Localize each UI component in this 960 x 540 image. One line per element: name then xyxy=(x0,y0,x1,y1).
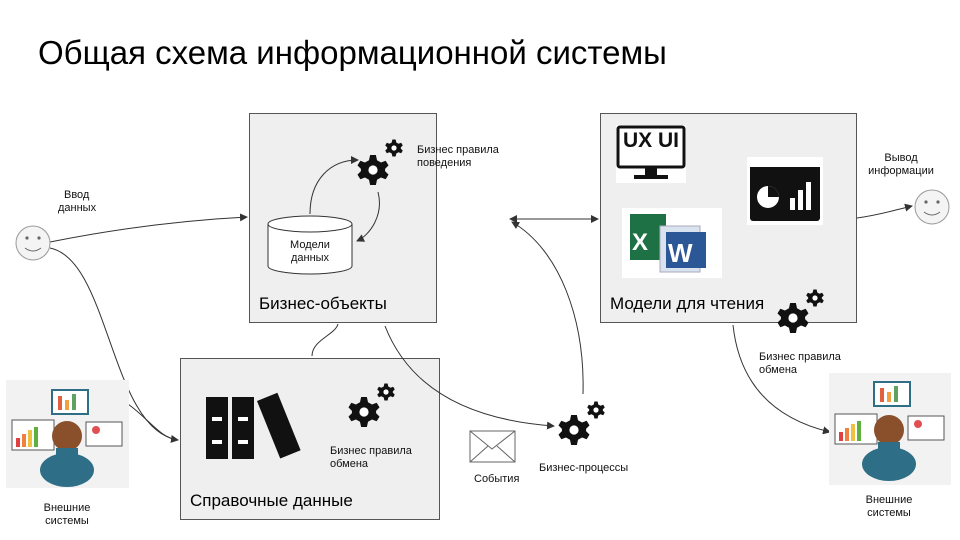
svg-text:X: X xyxy=(632,229,648,256)
behavior-rules-label: Бизнес правила поведения xyxy=(417,144,499,169)
page-title: Общая схема информационной системы xyxy=(38,34,667,71)
smiley-icon-output xyxy=(914,189,950,225)
reference-data-label: Справочные данные xyxy=(190,491,353,510)
external-systems-left-label: Внешние системы xyxy=(43,502,91,527)
external-systems-right-label: Внешние системы xyxy=(865,494,913,519)
output-info-label: Вывод информации xyxy=(868,152,934,177)
monitor-icon xyxy=(616,125,686,183)
read-models-label: Модели для чтения xyxy=(610,294,765,313)
business-objects-label: Бизнес-объекты xyxy=(259,294,387,313)
envelope-icon xyxy=(469,430,516,463)
events-label: События xyxy=(474,473,520,485)
person-computer-icon-right xyxy=(829,373,951,485)
exchange-rules-ref-label: Бизнес правила обмена xyxy=(330,445,412,470)
smiley-icon-input xyxy=(15,225,51,261)
database-icon xyxy=(267,215,353,275)
dashboard-icon xyxy=(747,157,823,225)
binder-icon xyxy=(206,392,301,459)
gear-icon-processes xyxy=(558,401,605,445)
business-processes-label: Бизнес-процессы xyxy=(539,462,629,474)
gear-icon-exchange-ref xyxy=(348,383,395,427)
data-models-label: Модели данных xyxy=(290,239,330,264)
person-computer-icon-left xyxy=(6,380,129,488)
exchange-rules-read-label: Бизнес правила обмена xyxy=(759,351,841,376)
gear-icon-exchange-read xyxy=(777,289,824,333)
svg-text:W: W xyxy=(668,238,693,268)
excel-word-icon: X W xyxy=(622,208,722,278)
input-data-label: Ввод данных xyxy=(58,189,97,214)
gear-icon-behavior xyxy=(357,139,403,185)
ux-ui-label: UX UI xyxy=(622,129,679,152)
